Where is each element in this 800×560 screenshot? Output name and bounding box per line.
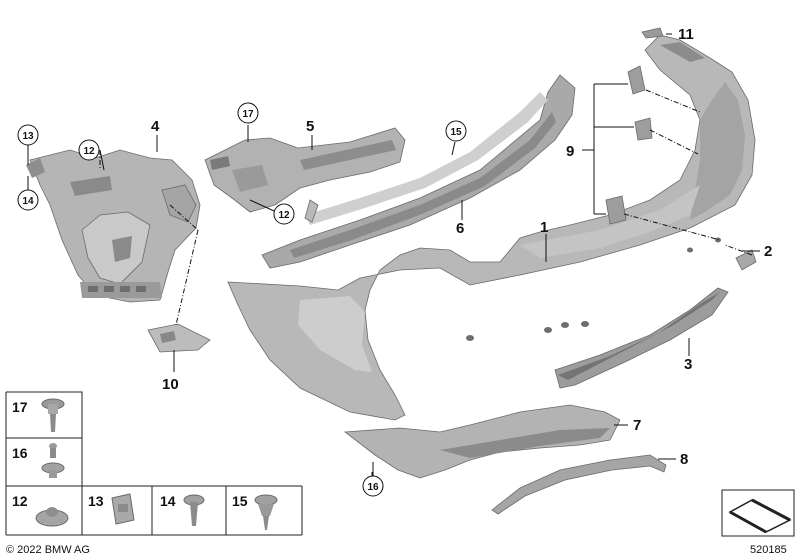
small-parts-grid: 17 16 12 13 14 15 [5,391,303,536]
circled-12-b: 12 [273,203,295,225]
part-8-trim [491,454,667,515]
callout-2: 2 [764,243,772,260]
part-4-bracket [26,149,201,303]
callout-11: 11 [678,26,694,43]
copyright-text: © 2022 BMW AG [6,544,90,556]
small-part-12: 12 [12,493,69,527]
small-part-15: 15 [232,493,278,530]
part-2-cover [735,249,757,271]
callouts: 1 2 3 4 5 6 7 8 9 10 11 [151,26,772,468]
svg-text:12: 12 [12,493,28,509]
svg-text:16: 16 [12,445,28,461]
small-part-16: 16 [12,443,65,478]
svg-text:12: 12 [83,146,95,157]
circled-15: 15 [445,120,467,142]
callout-4: 4 [151,118,160,135]
circled-13: 13 [17,124,39,146]
small-part-13: 13 [88,493,135,525]
part-3-trim-strip [554,287,729,389]
leader-lines [27,33,760,476]
svg-text:13: 13 [88,493,104,509]
circled-17: 17 [237,102,259,124]
dashed-lines [99,89,753,326]
svg-text:15: 15 [450,127,462,138]
part-6-carrier [261,74,576,269]
svg-text:17: 17 [12,399,28,415]
circled-16: 16 [362,475,384,497]
callout-9: 9 [566,143,574,160]
svg-text:12: 12 [278,210,290,221]
part-11-clip [641,27,664,39]
svg-text:14: 14 [160,493,176,509]
part-7-diffuser [343,404,621,479]
callout-10: 10 [162,376,179,393]
callout-6: 6 [456,220,464,237]
part-9-retainers [605,65,653,225]
callout-1: 1 [540,219,548,236]
callout-3: 3 [684,356,692,373]
svg-text:16: 16 [367,482,379,493]
orientation-icon [721,489,795,537]
part-10-clip [147,323,211,353]
small-part-17: 17 [12,398,65,432]
small-part-14: 14 [160,493,205,526]
circled-callouts: 13 14 12 17 12 15 16 [17,102,467,497]
svg-text:15: 15 [232,493,248,509]
callout-5: 5 [306,118,314,135]
diagram-number: 520185 [750,544,787,556]
circled-14: 14 [17,189,39,211]
svg-text:14: 14 [22,196,34,207]
circled-12-a: 12 [78,139,100,161]
part-1-bumper-cover [227,34,756,421]
svg-text:17: 17 [242,109,254,120]
callout-8: 8 [680,451,688,468]
svg-text:13: 13 [22,131,34,142]
callout-7: 7 [633,417,641,434]
part-5-guide [204,127,406,213]
